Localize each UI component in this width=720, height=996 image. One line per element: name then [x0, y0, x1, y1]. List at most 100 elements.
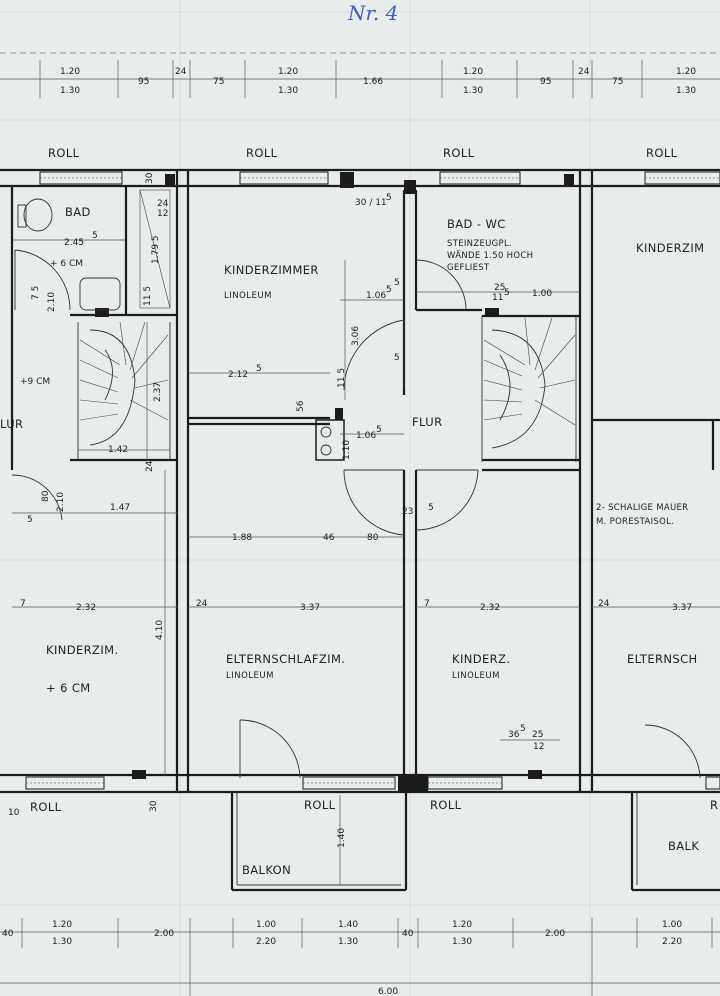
dim-label: 80 [41, 490, 51, 502]
stairs-center [483, 308, 576, 449]
stairs-left [79, 308, 169, 779]
dim-label: 12 [157, 209, 168, 219]
bottom-windows [25, 770, 720, 792]
top-dim-f: 1.66 [363, 77, 383, 87]
bottom-dim-g1: 1.20 [452, 920, 472, 930]
dim-label: 3.06 [351, 326, 361, 346]
dim-label: 46 [323, 533, 335, 543]
dim-label: 2.10 [47, 292, 57, 312]
interior-dimension-texts: 2.45 5 + 6 CM +9 CM 7 5 2.10 24 12 1.79 … [8, 172, 692, 848]
roll-label: ROLL [304, 798, 336, 812]
roll-label: ROLL [48, 146, 80, 160]
roll-label: ROLL [646, 146, 678, 160]
bottom-roll-labels: ROLL ROLL ROLL R [30, 798, 718, 814]
dim-label: 2.32 [76, 603, 96, 613]
dim-label: 24 [145, 460, 155, 472]
dim-label: 11 5 [337, 368, 347, 388]
dim-label: 30 / 11 [355, 198, 387, 208]
interior-walls [10, 186, 720, 775]
dim-label: 7 [20, 599, 26, 609]
dim-label: 5 [92, 231, 98, 241]
dim-label: 3.37 [672, 603, 692, 613]
bottom-dim-i2: 2.20 [662, 937, 682, 947]
room-label-kinderzim-right: KINDERZIM [636, 241, 704, 255]
dim-label: 1.06 [356, 431, 376, 441]
shaft-icon [139, 189, 171, 309]
roll-label: ROLL [430, 798, 462, 812]
dim-label: 24 [598, 599, 610, 609]
dim-label: 1.47 [110, 503, 130, 513]
top-dim-k1: 1.20 [676, 67, 696, 77]
dim-label: 30 [149, 800, 159, 812]
roll-label: R [710, 798, 718, 812]
balcony [230, 792, 720, 892]
room-label-kinderzim-left: KINDERZIM. [46, 643, 119, 657]
wall-note-1: 2- SCHALIGE MAUER [596, 503, 688, 513]
dim-label: 1.88 [232, 533, 252, 543]
top-dim-e1: 1.20 [278, 67, 298, 77]
room-label-flur-left: LUR [0, 417, 23, 431]
dim-label: 5 [520, 724, 526, 734]
dim-label: 3.37 [300, 603, 320, 613]
dim-label: 12 [533, 742, 544, 752]
top-dim-h: 95 [540, 77, 551, 87]
top-dim-k2: 1.30 [676, 86, 696, 96]
dim-label: 1.00 [532, 289, 552, 299]
top-dim-d: 75 [213, 77, 224, 87]
roll-label: ROLL [443, 146, 475, 160]
dim-label: 10 [8, 808, 20, 818]
bottom-dim-e2: 1.30 [338, 937, 358, 947]
top-dim-a2: 1.30 [60, 86, 80, 96]
dim-label: 1.42 [108, 445, 128, 455]
badwc-note-2: WÄNDE 1.50 HOCH [447, 250, 533, 261]
dim-label: 5 [394, 353, 400, 363]
top-dim-j: 75 [612, 77, 623, 87]
top-windows [39, 171, 720, 194]
badwc-note-3: GEFLIEST [447, 263, 490, 273]
top-roll-labels: ROLL ROLL ROLL ROLL [48, 146, 678, 160]
dim-label: 24 [196, 599, 208, 609]
dim-label: 24 [157, 199, 169, 209]
bottom-dim-b2: 1.30 [52, 937, 72, 947]
dim-label: 5 [256, 364, 262, 374]
dim-label: 1.10 [342, 440, 352, 460]
top-dim-g2: 1.30 [463, 86, 483, 96]
dim-label: 4.10 [155, 620, 165, 640]
dim-label: 5 [386, 285, 392, 295]
room-label-kinderz-floor: LINOLEUM [452, 671, 500, 681]
bottom-dim-d2: 2.20 [256, 937, 276, 947]
dim-label: +9 CM [20, 377, 50, 387]
dim-label: 36 [508, 730, 520, 740]
dim-label: 23 [402, 507, 413, 517]
dim-label: 56 [296, 400, 306, 412]
room-labels: BAD KINDERZIMMER LINOLEUM BAD - WC STEIN… [0, 205, 704, 877]
dim-label: 80 [367, 533, 379, 543]
top-dim-i: 24 [578, 67, 590, 77]
bottom-dim-f: 40 [402, 929, 414, 939]
dim-label: 2.32 [480, 603, 500, 613]
dim-label: + 6 CM [50, 259, 83, 269]
dim-label: 2.10 [56, 492, 66, 512]
bottom-dim-a: 40 [2, 929, 14, 939]
bottom-dim-e1: 1.40 [338, 920, 358, 930]
room-label-kinderzim-left-level: + 6 CM [46, 681, 91, 695]
top-dim-b: 95 [138, 77, 149, 87]
bottom-dim-d1: 1.00 [256, 920, 276, 930]
toilet-icon [17, 198, 53, 232]
room-label-flur: FLUR [412, 415, 442, 429]
dim-label: 1.06 [366, 291, 386, 301]
dim-label: 11 5 [143, 286, 153, 306]
dim-label: 2.37 [153, 382, 163, 402]
bottom-dim-g2: 1.30 [452, 937, 472, 947]
dim-label: 7 [424, 599, 430, 609]
room-label-badwc: BAD - WC [447, 217, 506, 231]
roll-label: ROLL [30, 800, 62, 814]
dim-label: 5 [394, 278, 400, 288]
bottom-dim-c: 2.00 [154, 929, 174, 939]
dim-label: 5 [428, 503, 434, 513]
dim-label: 5 [376, 425, 382, 435]
dim-label: 2.12 [228, 370, 248, 380]
roll-label: ROLL [246, 146, 278, 160]
